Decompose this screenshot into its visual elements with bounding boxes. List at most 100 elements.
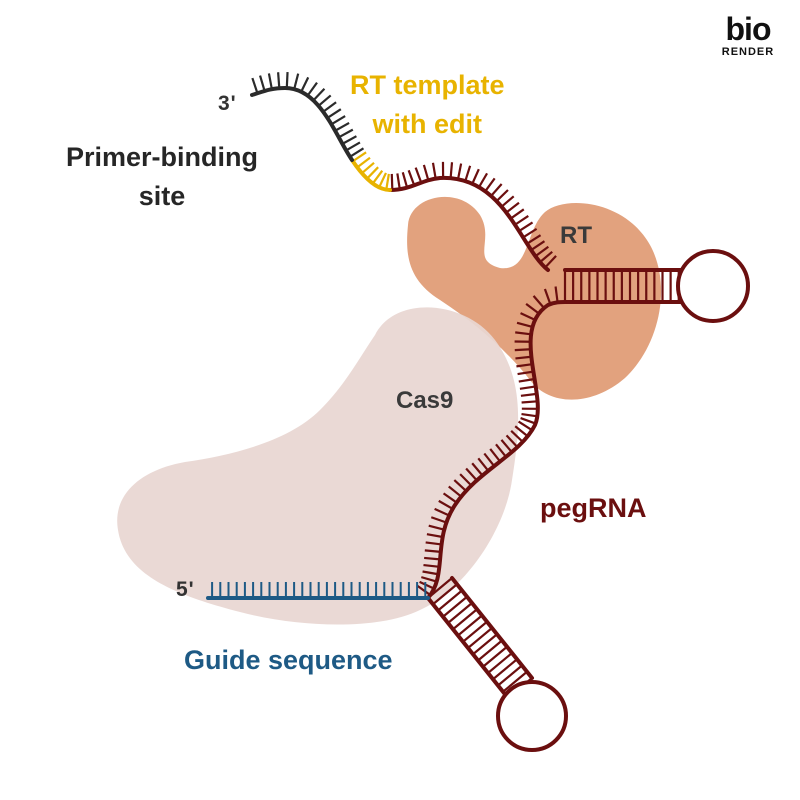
pegrna-spacer-strand-base [422,570,439,576]
guide-sequence-label: Guide sequence [184,645,393,675]
rt-template-dark-strand-base [401,171,409,188]
primer-binding-strand-base [317,94,332,107]
pegrna-spacer-strand-base [521,412,538,418]
pegrna-spacer-strand-base [424,549,441,553]
pegrna-spacer-strand [416,286,567,600]
pegrna-spacer-strand-base [489,448,501,463]
rt-template-dark-strand-base [456,163,463,180]
pegrna-spacer-strand-base [442,492,458,504]
rt-template-edit-strand [350,151,392,192]
rt-template-dark-strand-base [530,240,546,251]
primer-binding-strand-base [306,81,318,97]
pegrna-spacer-strand-base [423,563,440,568]
lower-stem-base-pair [437,589,463,612]
rt-template-dark-strand-base [510,208,525,220]
primer-binding-strand-base [334,121,350,132]
pegrna-spacer-strand-base [465,467,478,482]
pegrna-spacer-strand-base [532,295,545,309]
rt-template-dark-strand-base [526,234,542,245]
rt-template-dark-strand-base [396,173,401,190]
lower-stem-base-pair [492,658,518,681]
pegrna-spacer-strand-base [420,576,437,583]
rt-template-dark-strand-base [495,189,509,202]
pegrna-spacer-strand-base [477,457,490,472]
pegrna-spacer-strand-base [543,288,552,305]
rt-template-edit-strand-base [356,156,371,169]
pegrna-spacer-strand-base [505,434,519,448]
lower-stem-base-pair [462,620,488,643]
lower-stem [426,576,534,700]
guide-sequence-strand [206,582,430,600]
pegrna-spacer-strand-base [520,392,537,397]
rt-template-edit-strand-base [361,161,375,175]
pegrna-spacer-strand-base [495,443,507,458]
pegrna-spacer-strand-base [554,286,559,303]
pegrna-spacer-strand-base [515,331,532,336]
primer-binding-strand-base [277,72,281,89]
pegrna-label: pegRNA [540,493,647,523]
lower-stem-base-pair [472,633,498,656]
primer-binding-strand-base [312,88,326,102]
rt-template-dark-strand-base [539,250,553,263]
rt-template-edit-strand-base [371,170,384,185]
rt-template-edit-strand-base [385,173,390,190]
rt-template-dark-strand-base [505,201,520,214]
rt-template-dark-strand-backbone [388,175,550,272]
rt-template-edit-strand-base [366,166,379,180]
lower-stem-base-pair [442,595,468,618]
biorender-logo: bio RENDER [718,12,778,58]
pegrna-spacer-strand-backbone [426,300,567,600]
rt-template-dark-strand-base [390,173,394,190]
pegrna-spacer-strand-base [515,355,532,360]
lower-stem-base-pair [467,627,493,649]
primer-binding-strand-base [293,73,300,90]
pegrna-spacer-strand-base [516,363,533,368]
rt-template-dark-strand-base [514,214,529,226]
lower-stem-base-pair [447,602,473,624]
pegrna-spacer-strand-base [517,420,533,432]
primer-binding-strand-base [338,128,354,139]
primer-binding-strand-base [330,115,346,126]
rt-template-dark-strand-base [471,168,480,185]
upper-stem [563,268,697,304]
rt-template-edit-strand-base [378,172,387,188]
primer-binding-strand-base [341,135,357,145]
rt-template-dark-strand [388,161,557,272]
logo-bio-text: bio [725,11,772,47]
rt-template-dark-strand-base [422,164,430,181]
primer-binding-strand-base [345,141,361,152]
pegrna-spacer-strand-base [424,556,441,561]
pegrna-spacer-strand-base [419,580,435,590]
primer-binding-site-label: Primer-binding site [66,142,259,212]
cas9-label: Cas9 [396,387,454,414]
primer-binding-strand [250,72,365,162]
pegrna-spacer-strand-base [525,302,540,315]
primer-binding-strand-base [251,77,259,94]
logo-render-text: RENDER [721,46,775,58]
pegrna-spacer-strand-base [514,425,529,438]
pegrna-spacer-strand-base [519,385,536,390]
rt-template-dark-strand-base [484,177,496,192]
three-prime-label: 3' [218,92,237,115]
pegrna-spacer-strand-base [453,479,467,492]
pegrna-spacer-strand-base [448,485,462,498]
strand-layer [206,72,750,752]
pegrna-spacer-strand-base [483,452,496,467]
primer-binding-strand-base [322,101,337,113]
rt-template-dark-strand-base [464,165,472,182]
rt-template-dark-strand-base [490,183,503,197]
rt-template-dark-strand-base [534,245,549,258]
lower-stem-base-pair [487,652,513,674]
lower-stem-base-pair [482,645,508,668]
five-prime-label: 5' [176,578,195,601]
primer-binding-strand-base [326,108,342,119]
pegrna-spacer-strand-base [520,312,536,321]
pegrna-spacer-strand-base [471,462,484,477]
rt-template-dark-strand-base [544,255,557,269]
rt-template-dark-strand-base [414,167,423,184]
pegrna-spacer-strand-base [518,377,535,383]
upper-loop [676,249,750,323]
primer-binding-strand-base [285,72,289,89]
pegrna-spacer-strand-base [416,584,431,596]
